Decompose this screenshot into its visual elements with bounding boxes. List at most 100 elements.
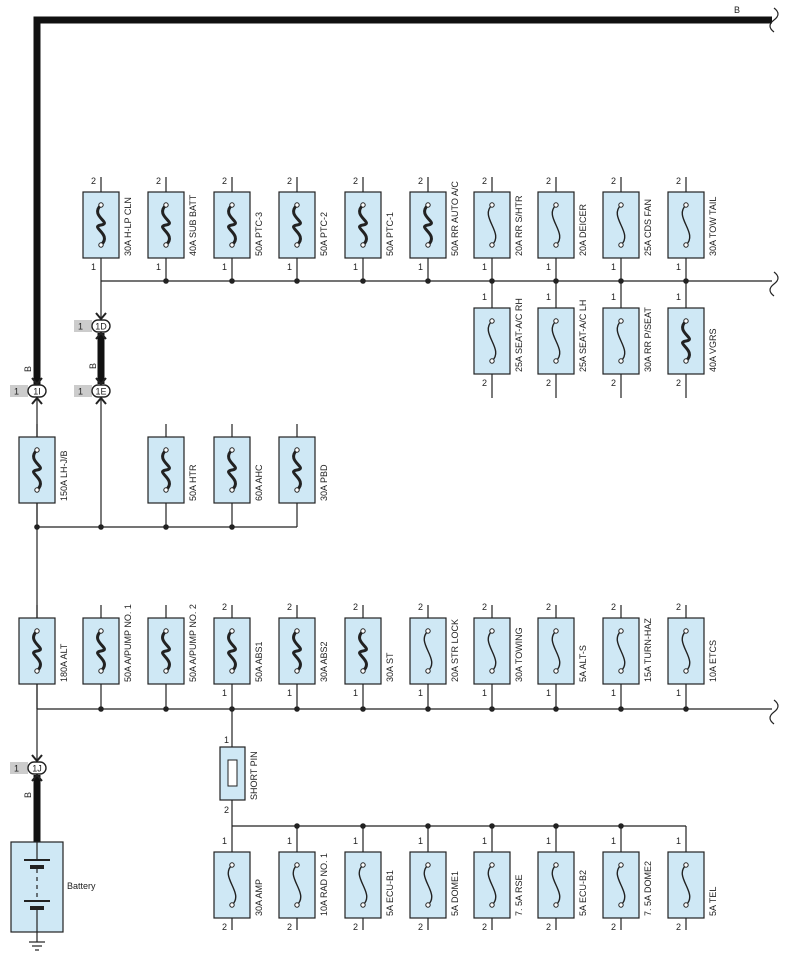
junction-dot xyxy=(98,524,104,530)
break-mark xyxy=(769,699,779,725)
pin-number-bottom: 2 xyxy=(611,378,616,388)
fuse-label: 30A RR P/SEAT xyxy=(643,307,653,372)
pin-number-bottom: 1 xyxy=(611,262,616,272)
pin-number-bottom: 1 xyxy=(546,262,551,272)
fuse-row3-1: 50A HTR xyxy=(147,436,198,504)
wire-color-battery: B xyxy=(23,792,33,798)
pin-number-bottom: 1 xyxy=(676,262,681,272)
terminal-icon xyxy=(489,202,495,208)
break-mark xyxy=(769,271,779,297)
junction-dot xyxy=(360,278,366,284)
pin-number-bottom: 2 xyxy=(482,378,487,388)
junction-dot xyxy=(360,823,366,829)
junction-dot xyxy=(425,823,431,829)
terminal-icon xyxy=(163,668,169,674)
terminal-icon xyxy=(618,862,624,868)
fuse-element-icon xyxy=(358,864,368,906)
pin-number-top: 1 xyxy=(482,836,487,846)
junction-dot xyxy=(618,278,624,284)
terminal-icon xyxy=(489,862,495,868)
fuse-element-icon xyxy=(616,630,626,672)
terminal-icon xyxy=(294,902,300,908)
terminal-icon xyxy=(489,628,495,634)
terminal-icon xyxy=(553,668,559,674)
terminal-icon xyxy=(618,628,624,634)
fusible-link-icon xyxy=(32,629,42,673)
pin-number-top: 2 xyxy=(156,176,161,186)
terminal-icon xyxy=(553,202,559,208)
pin-number-top: 2 xyxy=(611,602,616,612)
fusible-link-icon xyxy=(161,448,171,492)
junction-dot xyxy=(425,706,431,712)
short-pin-pin-bottom: 2 xyxy=(224,805,229,815)
fuse-element-icon xyxy=(681,630,691,672)
terminal-icon xyxy=(163,487,169,493)
fuse-row4-2: 50A A/PUMP NO. 2 xyxy=(147,604,198,685)
terminal-icon xyxy=(294,628,300,634)
junction-dot xyxy=(425,278,431,284)
short-pin-label: SHORT PIN xyxy=(249,751,259,800)
terminal-icon xyxy=(294,202,300,208)
fuse-element-icon xyxy=(616,204,626,246)
fusible-link-icon xyxy=(161,629,171,673)
connector-arrow-icon xyxy=(95,331,107,340)
fuse-element-icon xyxy=(487,864,497,906)
pin-number-bottom: 1 xyxy=(287,688,292,698)
pin-number-bottom: 2 xyxy=(222,922,227,932)
terminal-icon xyxy=(360,202,366,208)
pin-number-top: 1 xyxy=(676,292,681,302)
connector-arrow-icon xyxy=(31,773,43,782)
fuse-element-icon xyxy=(551,864,561,906)
connector-code: 1J xyxy=(32,764,42,774)
terminal-icon xyxy=(425,628,431,634)
fuse-label: 5A DOME1 xyxy=(450,871,460,916)
connector-pin: 1 xyxy=(78,322,83,332)
connector-pin: 1 xyxy=(78,387,83,397)
fuse-label: 60A AHC xyxy=(254,464,264,501)
fuse-label: 40A VGRS xyxy=(708,328,718,372)
fuse-element-icon xyxy=(616,320,626,362)
terminal-icon xyxy=(425,668,431,674)
pin-number-top: 2 xyxy=(676,602,681,612)
terminal-icon xyxy=(229,668,235,674)
pin-number-bottom: 2 xyxy=(287,922,292,932)
fuse-row5-1: 10A RAD NO. 112 xyxy=(278,836,329,932)
wire-color-top: B xyxy=(734,5,740,15)
fuse-label: 5A TEL xyxy=(708,887,718,916)
terminal-icon xyxy=(229,242,235,248)
terminal-icon xyxy=(553,242,559,248)
pin-number-bottom: 2 xyxy=(676,378,681,388)
terminal-icon xyxy=(360,862,366,868)
terminal-icon xyxy=(618,318,624,324)
pin-number-bottom: 1 xyxy=(676,688,681,698)
pin-number-bottom: 2 xyxy=(546,378,551,388)
fuse-label: 30A H-LP CLN xyxy=(123,197,133,256)
fuse-label: 30A ABS2 xyxy=(319,641,329,682)
fuse-label: 7. 5A RSE xyxy=(514,874,524,916)
pin-number-bottom: 1 xyxy=(287,262,292,272)
ground-icon xyxy=(29,941,45,951)
fuse-label: 180A ALT xyxy=(59,643,69,682)
terminal-icon xyxy=(229,862,235,868)
pin-number-bottom: 1 xyxy=(482,688,487,698)
fuse-element-icon xyxy=(616,864,626,906)
connector-tag xyxy=(10,385,28,397)
fuse-row2-3: 40A VGRS 1 2 xyxy=(667,292,718,388)
connector-tag xyxy=(74,385,92,397)
junction-dot xyxy=(553,278,559,284)
terminal-icon xyxy=(360,628,366,634)
fuse-element-icon xyxy=(227,864,237,906)
junction-dot xyxy=(229,706,235,712)
terminal-icon xyxy=(163,628,169,634)
pin-number-top: 2 xyxy=(546,602,551,612)
pin-number-top: 2 xyxy=(353,176,358,186)
wires-layer xyxy=(33,7,779,942)
fuse-row3-2: 60A AHC xyxy=(213,436,264,504)
fusible-link-icon xyxy=(681,319,691,363)
pin-number-top: 2 xyxy=(482,176,487,186)
junction-dot xyxy=(163,706,169,712)
